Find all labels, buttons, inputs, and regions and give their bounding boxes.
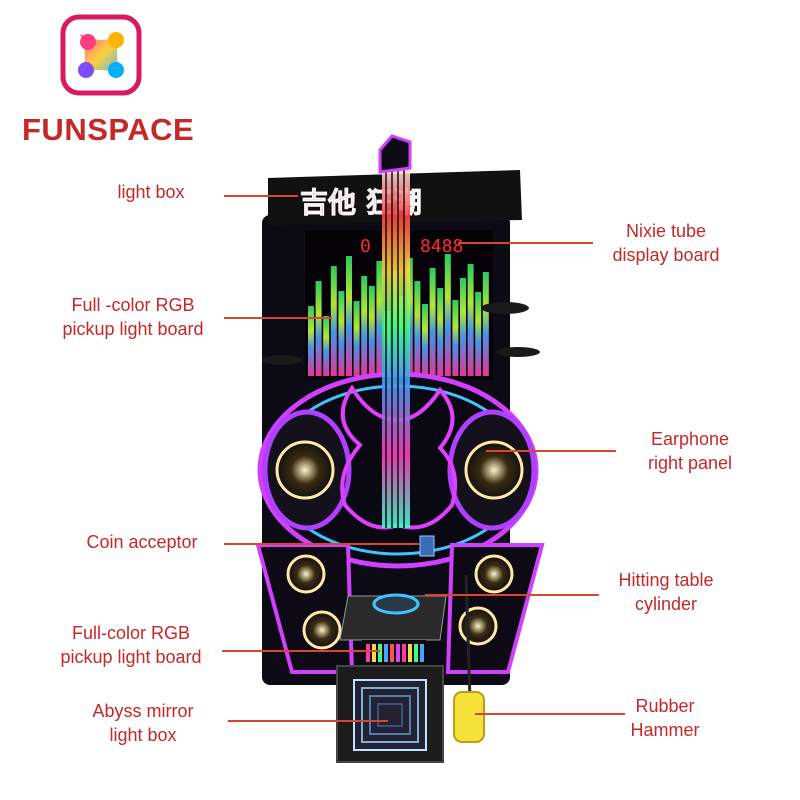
led-column xyxy=(437,288,444,376)
leader-hitting xyxy=(425,594,599,596)
guitar-headstock xyxy=(378,134,412,174)
hitting-table-cylinder xyxy=(372,593,420,615)
mini-led xyxy=(390,644,394,662)
leader-rgb-bottom xyxy=(222,650,380,652)
led-column xyxy=(323,316,330,376)
speaker-left-upper xyxy=(286,554,326,594)
leader-abyss xyxy=(228,720,388,722)
led-column xyxy=(376,261,383,376)
led-column xyxy=(475,292,482,376)
earphone-right-speaker xyxy=(464,440,524,500)
mini-led-board xyxy=(366,644,424,662)
cymbal-right-low xyxy=(496,347,540,357)
leader-coin xyxy=(224,543,419,545)
led-column xyxy=(353,301,360,376)
led-column xyxy=(368,286,375,376)
mini-led xyxy=(420,644,424,662)
speaker-left-lower xyxy=(302,610,342,650)
earphone-left-speaker xyxy=(275,440,335,500)
mini-led xyxy=(414,644,418,662)
speaker-right-lower xyxy=(458,606,498,646)
led-column xyxy=(346,256,352,376)
leader-light-box xyxy=(224,195,298,197)
mini-led xyxy=(402,644,406,662)
guitar-strings xyxy=(385,160,405,528)
leader-hammer xyxy=(475,713,625,715)
led-column xyxy=(429,268,436,376)
led-column xyxy=(460,278,466,376)
led-column xyxy=(315,281,322,376)
abyss-mirror-light-box xyxy=(353,679,427,751)
leader-earphone xyxy=(486,450,616,452)
led-column xyxy=(414,281,421,376)
mini-led xyxy=(396,644,400,662)
label-light-box: light box xyxy=(117,182,185,202)
led-column xyxy=(452,300,459,376)
leader-rgb-top xyxy=(224,317,332,319)
coin-acceptor xyxy=(419,535,435,557)
score-left: 0 xyxy=(360,236,371,257)
leader-nixie xyxy=(458,242,593,244)
brand-name: FUNSPACE xyxy=(22,112,195,147)
cymbal-right xyxy=(481,302,529,314)
led-column xyxy=(308,306,314,376)
mini-led xyxy=(366,644,370,662)
speaker-right-upper xyxy=(474,554,514,594)
cymbal-left-low xyxy=(262,355,302,365)
rubber-hammer xyxy=(453,691,485,743)
hitting-table-top xyxy=(339,595,447,641)
led-column xyxy=(444,254,451,376)
led-column xyxy=(422,304,428,376)
mini-led xyxy=(372,644,376,662)
led-column xyxy=(330,266,337,376)
led-column xyxy=(361,276,368,376)
mini-led xyxy=(384,644,388,662)
neon-guitar-body xyxy=(340,384,458,530)
led-column xyxy=(467,264,474,376)
mini-led xyxy=(378,644,382,662)
label-coin-acceptor: Coin acceptor xyxy=(86,532,198,552)
mini-led xyxy=(408,644,412,662)
led-column xyxy=(338,291,345,376)
nixie-tube-display: 8488 xyxy=(420,236,463,257)
x-shape-logo-icon xyxy=(60,14,142,96)
led-column xyxy=(482,272,489,376)
